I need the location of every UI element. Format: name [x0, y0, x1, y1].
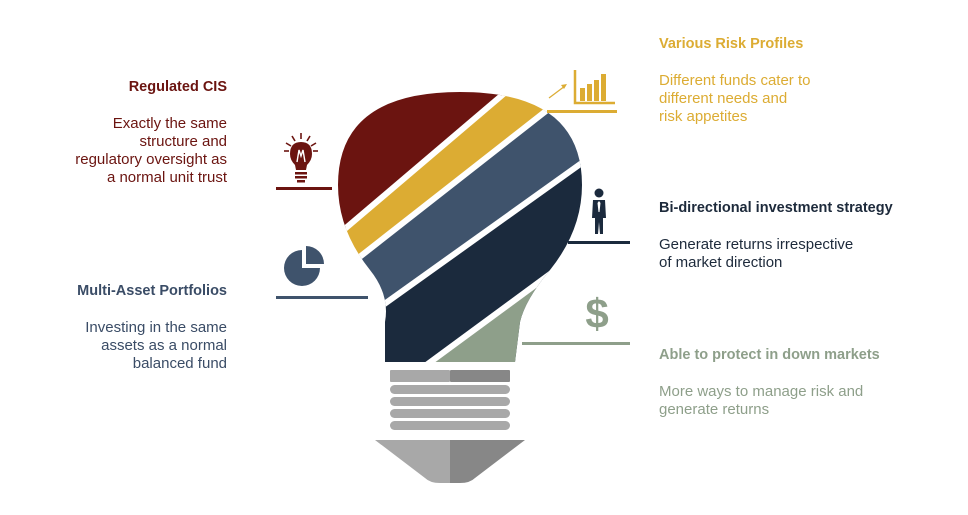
protect-title: Able to protect in down markets [659, 347, 880, 363]
regulated-cis-line: regulatory oversight as [75, 151, 227, 168]
pie-chart-icon [284, 246, 324, 286]
protect-block: Able to protect in down markets More way… [659, 346, 880, 419]
multi-asset-icon-underline [276, 296, 368, 299]
protect-line: More ways to manage risk and [659, 383, 864, 400]
protect-description: More ways to manage risk and generate re… [659, 383, 880, 419]
risk-profiles-description: Different funds cater to different needs… [659, 72, 810, 126]
multi-asset-line: Investing in the same [85, 319, 227, 336]
bidirectional-title: Bi-directional investment strategy [659, 200, 893, 216]
regulated-cis-block: Regulated CIS Exactly the same structure… [75, 78, 227, 187]
multi-asset-description: Investing in the same assets as a normal… [77, 319, 227, 373]
risk-profiles-line: different needs and [659, 90, 788, 107]
bulb-stripe-gold [338, 92, 560, 288]
businessman-icon [592, 188, 606, 234]
bidirectional-line: of market direction [659, 254, 783, 271]
bidirectional-block: Bi-directional investment strategy Gener… [659, 199, 893, 272]
bidirectional-line: Generate returns irrespective [659, 236, 854, 253]
regulated-icon-underline [276, 187, 332, 190]
risk-icon-underline [547, 110, 617, 113]
bulb-base [375, 370, 525, 483]
regulated-cis-title: Regulated CIS [128, 79, 227, 95]
regulated-cis-line: a normal unit trust [106, 169, 227, 186]
protect-line: generate returns [659, 401, 770, 418]
lightbulb-icon [284, 133, 318, 183]
protect-icon-underline [522, 342, 630, 345]
risk-profiles-title: Various Risk Profiles [659, 36, 804, 52]
multi-asset-line: balanced fund [132, 355, 227, 372]
multi-asset-line: assets as a normal [101, 337, 227, 354]
regulated-cis-line: structure and [139, 133, 227, 150]
bidirectional-description: Generate returns irrespective of market … [659, 236, 893, 272]
regulated-cis-line: Exactly the same [112, 115, 227, 132]
bar-chart-icon [548, 70, 615, 105]
risk-profiles-block: Various Risk Profiles Different funds ca… [659, 35, 810, 126]
bidirectional-icon-underline [568, 241, 630, 244]
multi-asset-title: Multi-Asset Portfolios [77, 283, 227, 299]
dollar-icon: $ [585, 290, 608, 337]
multi-asset-block: Multi-Asset Portfolios Investing in the … [77, 282, 227, 373]
regulated-cis-description: Exactly the same structure and regulator… [75, 115, 227, 187]
bulb-stripe-slate [338, 100, 582, 350]
bulb-body [338, 92, 582, 362]
risk-profiles-line: Different funds cater to [659, 72, 811, 89]
risk-profiles-line: risk appetites [659, 108, 748, 125]
